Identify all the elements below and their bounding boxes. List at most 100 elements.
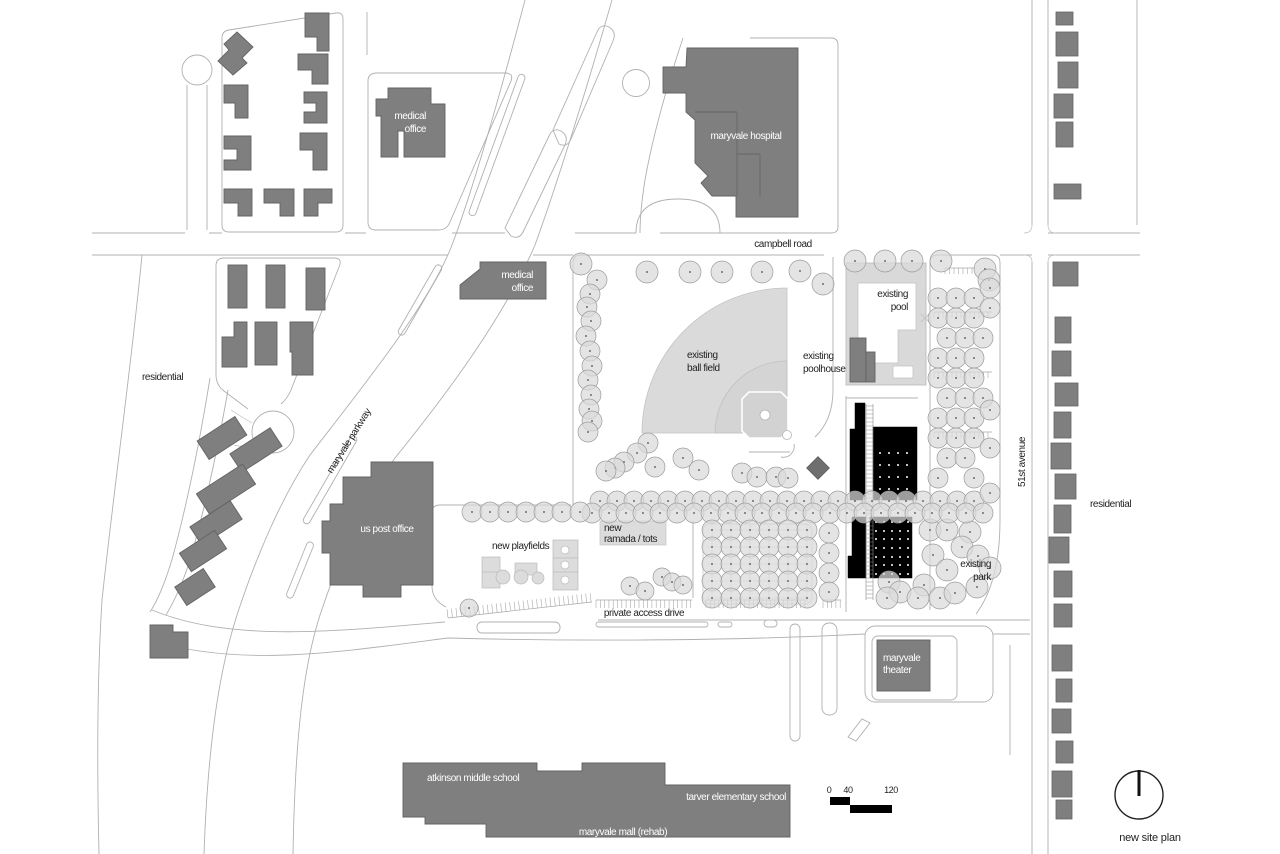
play-circle <box>531 571 545 585</box>
theater-loop-outer <box>864 625 994 703</box>
new-building <box>849 428 866 501</box>
theater-loop-inner <box>871 635 958 701</box>
scale-bar: 0 40 120 <box>827 785 899 813</box>
apartment-building <box>305 267 326 311</box>
parkway-median <box>286 541 314 599</box>
scale-bar-segment <box>850 805 892 813</box>
scale-tick-0: 0 <box>827 785 832 795</box>
label-medical-office-north: office <box>405 124 427 135</box>
park-ramada-building <box>806 456 830 480</box>
label-maryvale-hospital: maryvale hospital <box>710 131 781 142</box>
label-maryvale-parkway: maryvale parkway <box>325 407 374 476</box>
theater-lane <box>789 623 801 742</box>
parkway-median <box>302 435 358 525</box>
court-circle <box>560 560 570 570</box>
slip-lane-wedge <box>552 25 615 146</box>
apartment-building <box>299 132 328 171</box>
far-west-street <box>97 254 143 854</box>
theater-island <box>847 718 871 742</box>
court-circle <box>560 545 570 555</box>
parcel-midwest-block <box>215 257 341 410</box>
apartment-building <box>221 321 248 368</box>
play-circle <box>513 569 529 585</box>
court-circle <box>560 575 570 585</box>
label-atkinson-middle-school: atkinson middle school <box>427 773 520 784</box>
wading-pool <box>892 365 914 379</box>
us-post-office-building <box>321 461 434 598</box>
apartment-building <box>178 529 228 573</box>
drive-median-island <box>763 619 778 628</box>
theater-lane <box>821 622 838 716</box>
drive-median-island <box>476 621 561 634</box>
maryvale-parkway-east-edge <box>292 0 613 854</box>
hospital-parcel-line <box>660 37 839 234</box>
apartment-building <box>189 500 243 546</box>
site-areas <box>481 262 927 591</box>
maryvale-hospital-building <box>662 47 799 218</box>
label-medical-office-mid: office <box>512 283 534 294</box>
drive-median-island <box>717 621 733 628</box>
plan-caption: new site plan <box>1119 832 1181 844</box>
apartment-building <box>303 91 328 124</box>
apartment-building <box>195 463 257 515</box>
apartment-building <box>303 188 333 217</box>
culdesac-stem <box>186 85 208 230</box>
apartment-building <box>289 321 314 376</box>
51st-avenue-edges <box>1031 0 1049 854</box>
label-new-ramada: new <box>604 523 622 534</box>
label-existing-pool: pool <box>891 302 908 313</box>
pool-gate-mark <box>920 313 930 323</box>
new-building <box>847 516 867 579</box>
scale-tick-40: 40 <box>843 785 853 795</box>
apartment-building <box>227 264 248 309</box>
road-network <box>92 0 1140 854</box>
poolhouse-building <box>865 351 876 383</box>
label-existing-park: existing <box>960 559 991 570</box>
new-building <box>854 402 866 430</box>
pitcher-mound <box>759 409 771 421</box>
traffic-circle <box>622 69 650 97</box>
north-arrow: new site plan <box>1114 770 1181 844</box>
apartment-building <box>174 567 216 607</box>
apartment-building <box>254 321 278 366</box>
apartment-building <box>229 427 283 473</box>
backstop-arc <box>780 443 795 458</box>
campbell-road-south-edge <box>92 232 1140 256</box>
label-campbell-road: campbell road <box>754 239 812 250</box>
private-drive-edges <box>447 619 1030 641</box>
intersection-curves <box>1023 224 1057 263</box>
label-new-playfields: new playfields <box>492 541 550 552</box>
medical-office-mid-building <box>459 261 547 300</box>
label-tarver-elementary-school: tarver elementary school <box>686 792 786 803</box>
apartment-building <box>196 415 248 461</box>
ramada-pad <box>599 520 667 546</box>
parkway-median <box>468 73 526 217</box>
apartment-building <box>223 188 253 217</box>
residential-houses-east <box>1048 11 1082 820</box>
label-new-ramada: ramada / tots <box>604 534 658 545</box>
new-building <box>872 426 918 501</box>
home-plate <box>782 430 792 440</box>
label-residential-west: residential <box>142 372 183 383</box>
apartment-building <box>297 53 329 85</box>
trees <box>459 249 1002 618</box>
culdesac-north <box>181 54 213 86</box>
label-medical-office-mid: medical <box>501 270 533 281</box>
parkway-median <box>397 264 443 336</box>
label-maryvale-theater: maryvale <box>883 653 921 664</box>
drive-median-island <box>595 621 709 628</box>
label-maryvale-mall: maryvale mall (rehab) <box>579 827 667 838</box>
label-us-post-office: us post office <box>360 524 414 535</box>
label-existing-ball-field: existing <box>687 350 718 361</box>
label-maryvale-theater: theater <box>883 665 912 676</box>
apartment-building <box>223 84 249 119</box>
existing-buildings <box>149 11 1082 838</box>
scale-bar-segment <box>830 797 850 805</box>
medical-office-north-building <box>375 87 446 158</box>
apartment-building <box>223 135 252 171</box>
culdesac-mid <box>251 410 295 454</box>
label-existing-pool: existing <box>877 289 908 300</box>
apartment-building <box>304 12 330 52</box>
